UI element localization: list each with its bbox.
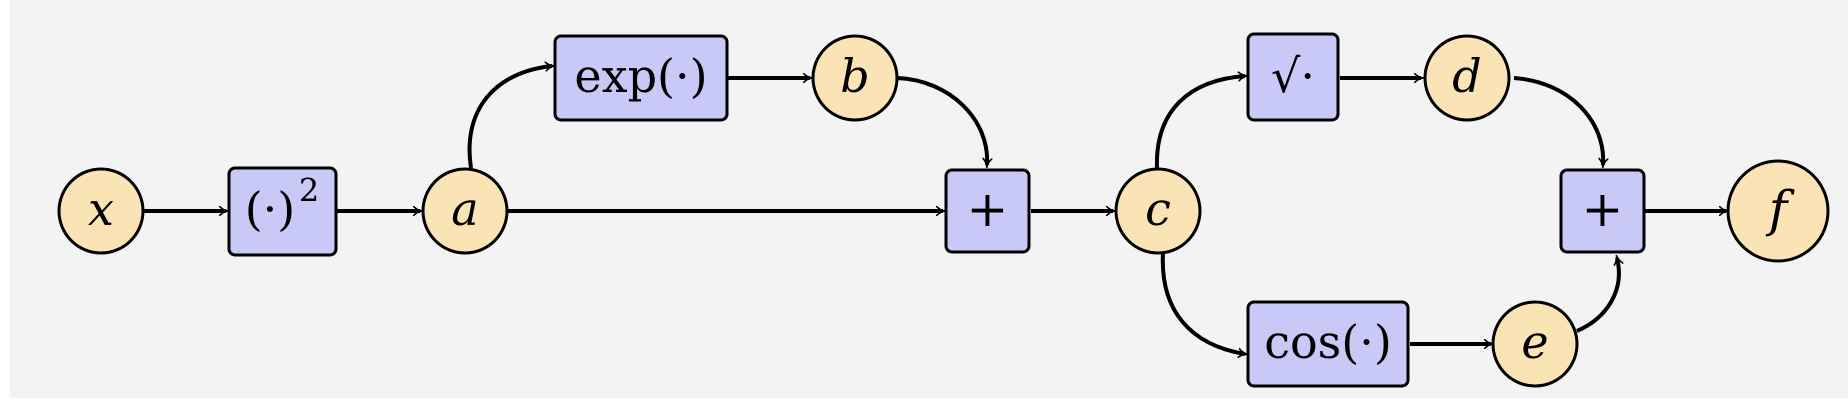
node-e: e bbox=[1491, 300, 1579, 388]
edge-a-to-exp bbox=[467, 66, 552, 169]
node-cos-label: cos(·) bbox=[1264, 315, 1392, 369]
node-sqrt-box bbox=[1246, 32, 1340, 122]
node-exp-label: exp(·) bbox=[574, 49, 707, 103]
node-square-label: (·) bbox=[245, 182, 296, 236]
node-a-circle bbox=[421, 167, 509, 255]
edge-c-to-sqrt bbox=[1154, 76, 1245, 169]
node-e-circle bbox=[1491, 300, 1579, 388]
node-f: f bbox=[1726, 159, 1830, 263]
node-exp-box bbox=[553, 34, 729, 122]
node-e-label: e bbox=[1521, 315, 1548, 369]
variable-nodes: x a b c d e f bbox=[57, 34, 1830, 388]
node-b-circle bbox=[811, 34, 899, 122]
node-add1-label: + bbox=[967, 180, 1009, 238]
node-sqrt: √· bbox=[1246, 32, 1340, 122]
operation-nodes: (·) 2 exp(·) + √· cos(·) + bbox=[227, 32, 1646, 388]
node-cos-box bbox=[1246, 300, 1410, 388]
node-add2: + bbox=[1559, 168, 1646, 254]
edge-d-to-add2 bbox=[1513, 76, 1603, 165]
node-add2-label: + bbox=[1582, 180, 1624, 238]
node-d: d bbox=[1423, 34, 1511, 122]
node-d-circle bbox=[1423, 34, 1511, 122]
node-a: a bbox=[421, 167, 509, 255]
edge-e-to-add2 bbox=[1576, 258, 1619, 333]
node-sqrt-label: √· bbox=[1271, 49, 1315, 103]
node-f-circle bbox=[1726, 159, 1830, 263]
edge-b-to-add1 bbox=[896, 76, 987, 165]
node-d-label: d bbox=[1452, 49, 1481, 103]
node-b: b bbox=[811, 34, 899, 122]
node-square: (·) 2 bbox=[227, 166, 338, 257]
node-c: c bbox=[1114, 167, 1202, 255]
node-x-circle bbox=[57, 167, 145, 255]
node-x: x bbox=[57, 167, 145, 255]
node-add1: + bbox=[944, 168, 1031, 254]
node-x-label: x bbox=[88, 182, 114, 236]
node-square-box bbox=[227, 166, 338, 257]
node-c-label: c bbox=[1145, 182, 1171, 236]
edges bbox=[143, 66, 1726, 354]
node-b-label: b bbox=[840, 49, 869, 103]
node-cos: cos(·) bbox=[1246, 300, 1410, 388]
node-exp: exp(·) bbox=[553, 34, 729, 122]
node-a-label: a bbox=[451, 182, 478, 236]
node-c-circle bbox=[1114, 167, 1202, 255]
edge-c-to-cos bbox=[1160, 252, 1245, 354]
node-add1-box bbox=[944, 168, 1031, 254]
node-add2-box bbox=[1559, 168, 1646, 254]
node-square-exponent: 2 bbox=[299, 172, 319, 210]
